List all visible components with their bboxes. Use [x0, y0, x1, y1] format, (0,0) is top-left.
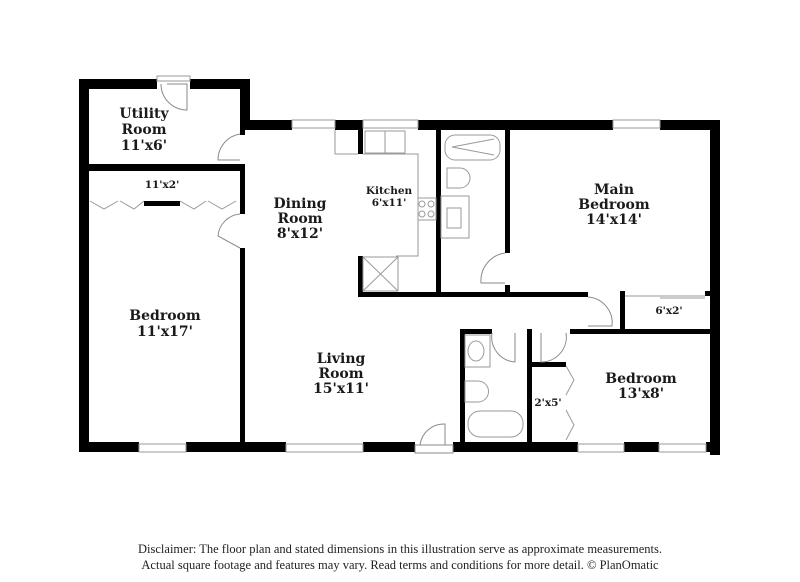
walls [79, 79, 720, 455]
bedroom-right-name: Bedroom [605, 371, 677, 387]
room-labels: Utility Room 11'x6' 11'x2' Bedroom 11'x1… [119, 106, 682, 409]
living-room-name-2: Room [318, 366, 363, 382]
fixtures [89, 130, 705, 441]
utility-side-door [217, 133, 241, 161]
doors [160, 83, 613, 454]
utility-door [160, 83, 188, 111]
main-bedroom-name-2: Bedroom [578, 197, 650, 213]
utility-room-name-2: Room [121, 122, 166, 138]
closet-main-dims: 6'x2' [655, 305, 682, 317]
main-bedroom-name-1: Main [594, 182, 634, 198]
bedroom-left-door [217, 213, 241, 249]
main-bedroom-dims: 14'x14' [586, 212, 642, 228]
bedroom-right-door [540, 332, 567, 363]
closet-top-left-dims: 11'x2' [145, 179, 180, 191]
living-room-dims: 15'x11' [313, 381, 369, 397]
bath-door [491, 332, 516, 363]
utility-room-name-1: Utility [119, 106, 169, 122]
disclaimer-line-2: Actual square footage and features may v… [141, 558, 659, 572]
bedroom-left-dims: 11'x17' [137, 324, 193, 340]
dining-room-name-1: Dining [274, 196, 327, 212]
utility-room-dims: 11'x6' [121, 138, 167, 154]
dining-room-dims: 8'x12' [277, 226, 323, 242]
windows [138, 75, 707, 453]
kitchen-dims: 6'x11' [372, 197, 407, 209]
living-room-name-1: Living [317, 351, 366, 367]
main-bedroom-door [480, 252, 506, 284]
bedroom-left-name: Bedroom [129, 308, 201, 324]
bedroom-right-dims: 13'x8' [618, 386, 664, 402]
entry-door [419, 423, 446, 446]
hall-door [587, 296, 613, 327]
kitchen-name: Kitchen [366, 185, 413, 197]
dining-room-name-2: Room [277, 211, 322, 227]
disclaimer-line-1: Disclaimer: The floor plan and stated di… [138, 542, 662, 556]
closet-right-dims: 2'x5' [534, 397, 561, 409]
